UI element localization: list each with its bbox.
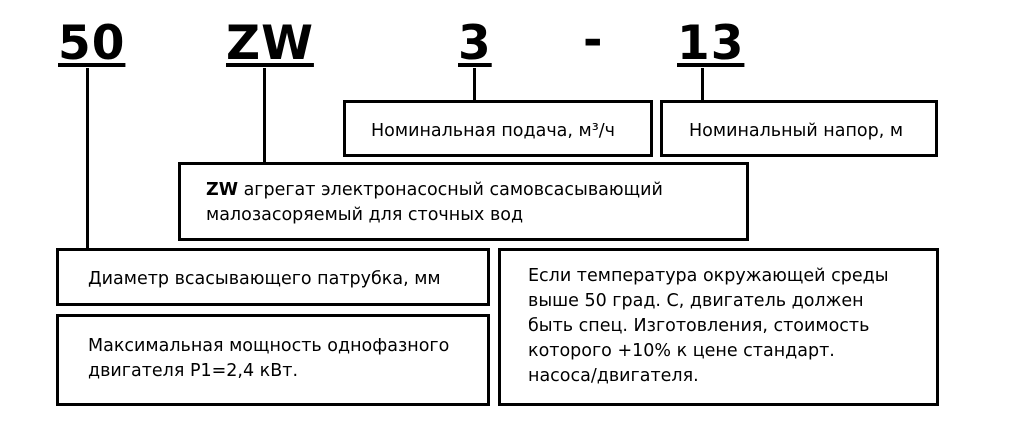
code-diameter: 50: [58, 16, 126, 71]
temperature-note-line: Если температура окружающей среды: [528, 266, 889, 286]
series-description-line1: ZW агрегат электронасосный самовсасывающ…: [206, 178, 746, 203]
connector-flow: [473, 68, 476, 102]
suction-diameter-box: Диаметр всасывающего патрубка, мм: [56, 248, 490, 306]
nominal-flow-label: Номинальная подача, м³/ч: [371, 121, 615, 141]
code-series: ZW: [226, 16, 314, 71]
code-flow: 3: [458, 16, 492, 71]
nominal-flow-box: Номинальная подача, м³/ч: [343, 100, 653, 157]
temperature-note-line: которого +10% к цене стандарт.: [528, 341, 835, 361]
series-description-box: ZW агрегат электронасосный самовсасывающ…: [178, 162, 749, 241]
code-head: 13: [677, 16, 745, 71]
max-power-line2: двигателя P1=2,4 кВт.: [88, 361, 299, 381]
suction-diameter-label: Диаметр всасывающего патрубка, мм: [88, 269, 441, 289]
temperature-note-box: Если температура окружающей среды выше 5…: [498, 248, 939, 406]
max-power-line1: Максимальная мощность однофазного: [88, 336, 450, 356]
temperature-note-line: насоса/двигателя.: [528, 366, 699, 386]
connector-head: [701, 68, 704, 102]
series-description-text: агрегат электронасосный самовсасывающий: [238, 180, 663, 200]
series-code-bold: ZW: [206, 180, 238, 200]
nominal-head-box: Номинальный напор, м: [660, 100, 938, 157]
connector-series: [263, 68, 266, 164]
connector-diameter: [86, 68, 89, 250]
nominal-head-label: Номинальный напор, м: [689, 121, 904, 141]
code-dash: -: [583, 13, 604, 68]
series-description-line2: малозасоряемый для сточных вод: [206, 205, 524, 225]
max-power-box: Максимальная мощность однофазного двигат…: [56, 314, 490, 406]
temperature-note-line: быть спец. Изготовления, стоимость: [528, 316, 870, 336]
temperature-note-line: выше 50 град. С, двигатель должен: [528, 291, 864, 311]
